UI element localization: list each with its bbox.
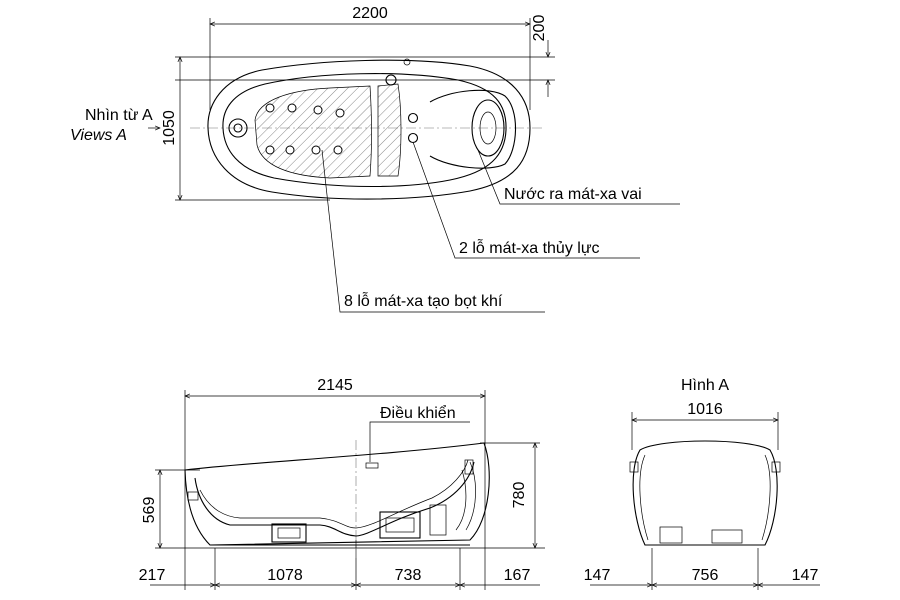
leader-hydro [412, 141, 640, 259]
side-height-left-dimension: 569 [141, 497, 158, 524]
control-label: Điều khiển [380, 404, 456, 422]
view-a-label-vi: Nhìn từ A [85, 107, 153, 124]
end-bottom-dim-2: 756 [692, 567, 719, 584]
tub-inner-profile-2 [199, 459, 469, 529]
side-view: 2145 Điều khiển 780 569 217 [139, 377, 545, 590]
drain-inner [233, 123, 243, 133]
hydro-jet [407, 112, 419, 124]
pipe [465, 461, 476, 531]
leader-shoulder [477, 149, 680, 205]
pump-detail [277, 527, 301, 539]
end-width-dimension: 1016 [687, 401, 723, 418]
air-jet [311, 145, 321, 155]
hydro-jet [407, 132, 419, 144]
end-bottom-dim-1: 147 [584, 567, 611, 584]
pump-unit [271, 523, 307, 543]
blower-detail [385, 517, 415, 533]
air-massage-zone [254, 85, 372, 179]
valve-unit [429, 504, 447, 536]
blower-unit [379, 511, 421, 539]
tub-side-shell [184, 442, 490, 546]
drain-outer [228, 118, 248, 138]
side-bottom-dim-1: 217 [139, 567, 166, 584]
view-a-label-en: Views A [70, 127, 127, 144]
control-leader [369, 421, 470, 462]
end-view: Hình A 1016 147 756 147 [584, 377, 820, 590]
end-fitting [771, 461, 781, 473]
hatched-step [377, 83, 402, 177]
air-jet [313, 105, 323, 115]
end-machinery [711, 529, 743, 544]
air-jet [265, 103, 275, 113]
air-jet [265, 145, 275, 155]
end-machinery [659, 526, 683, 544]
side-bottom-dim-2: 1078 [267, 567, 303, 584]
top-width-dimension: 1050 [161, 110, 178, 146]
fitting [464, 459, 474, 475]
air-jet [333, 145, 343, 155]
callout-air-massage: 8 lỗ mát-xa tạo bọt khí [344, 291, 503, 310]
tub-outer-rim [207, 59, 531, 200]
fitting [187, 491, 199, 501]
top-offset-dimension: 200 [531, 15, 548, 42]
side-bottom-dim-3: 738 [395, 567, 422, 584]
headrest-cushion [471, 99, 505, 157]
side-height-right-dimension: 780 [511, 482, 528, 509]
side-bottom-dim-4: 167 [504, 567, 531, 584]
headrest-inner [479, 111, 497, 145]
end-view-title: Hình A [681, 377, 729, 394]
pipe [455, 469, 467, 531]
callout-hydro-massage: 2 lỗ mát-xa thủy lực [459, 238, 600, 257]
end-tub-inner [761, 454, 771, 541]
tub-inner-basin [222, 73, 507, 188]
callout-shoulder-massage: Nước ra mát-xa vai [504, 186, 642, 203]
side-length-dimension: 2145 [317, 377, 353, 394]
control-panel [365, 462, 379, 469]
air-jet [335, 108, 345, 118]
tub-inner-profile [194, 461, 475, 537]
overflow-fitting [403, 58, 411, 66]
end-bottom-dim-3: 147 [792, 567, 819, 584]
end-tub-shell [632, 440, 778, 546]
end-fitting [629, 461, 639, 473]
control-knob [385, 74, 397, 86]
headrest [429, 89, 517, 169]
air-jet [285, 145, 295, 155]
leader-air [321, 149, 545, 313]
top-length-dimension: 2200 [352, 5, 388, 22]
air-jet [287, 103, 297, 113]
air-jets [265, 103, 345, 155]
end-tub-inner [639, 454, 649, 541]
top-view: 2200 200 1050 Nhìn từ A Views A [70, 5, 680, 313]
